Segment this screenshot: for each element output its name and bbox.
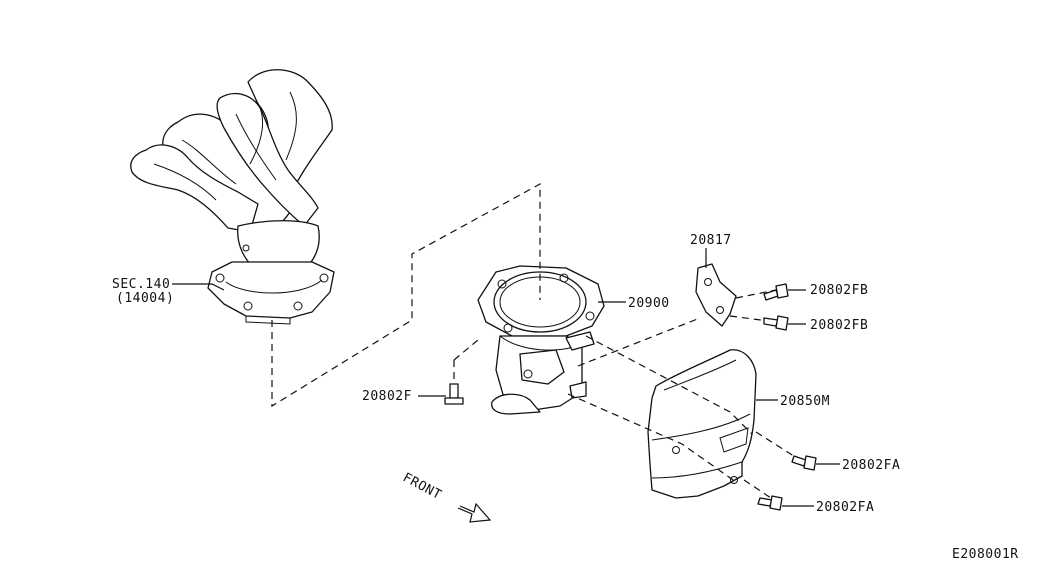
bracket-drawing bbox=[695, 263, 737, 327]
diagram-id: E208001R bbox=[952, 547, 1019, 562]
label-20900: 20900 bbox=[628, 296, 670, 311]
label-20802fa-2: 20802FA bbox=[816, 500, 874, 515]
heat-insulator-drawing bbox=[647, 349, 757, 499]
label-20802fb-1: 20802FB bbox=[810, 283, 868, 298]
bolt-fb-2-drawing bbox=[763, 315, 789, 331]
label-20817: 20817 bbox=[690, 233, 732, 248]
label-20802fb-2: 20802FB bbox=[810, 318, 868, 333]
bolt-fa-1-drawing bbox=[791, 455, 817, 471]
label-sec-140: SEC.140 bbox=[112, 277, 170, 292]
exhaust-manifold-drawing bbox=[130, 69, 335, 325]
front-arrow-icon bbox=[457, 502, 492, 523]
bolt-fb-1-drawing bbox=[763, 283, 789, 301]
label-20802f: 20802F bbox=[362, 389, 412, 404]
label-20802fa-1: 20802FA bbox=[842, 458, 900, 473]
bolt-f-drawing bbox=[444, 383, 464, 405]
leader-lines bbox=[172, 248, 840, 507]
assembly-lines bbox=[271, 182, 801, 501]
front-label: FRONT bbox=[400, 470, 444, 503]
catalytic-converter-drawing bbox=[477, 265, 605, 415]
label-20850m: 20850M bbox=[780, 394, 830, 409]
bolt-fa-2-drawing bbox=[757, 495, 783, 511]
label-sec-140-sub: (14004) bbox=[116, 291, 174, 306]
